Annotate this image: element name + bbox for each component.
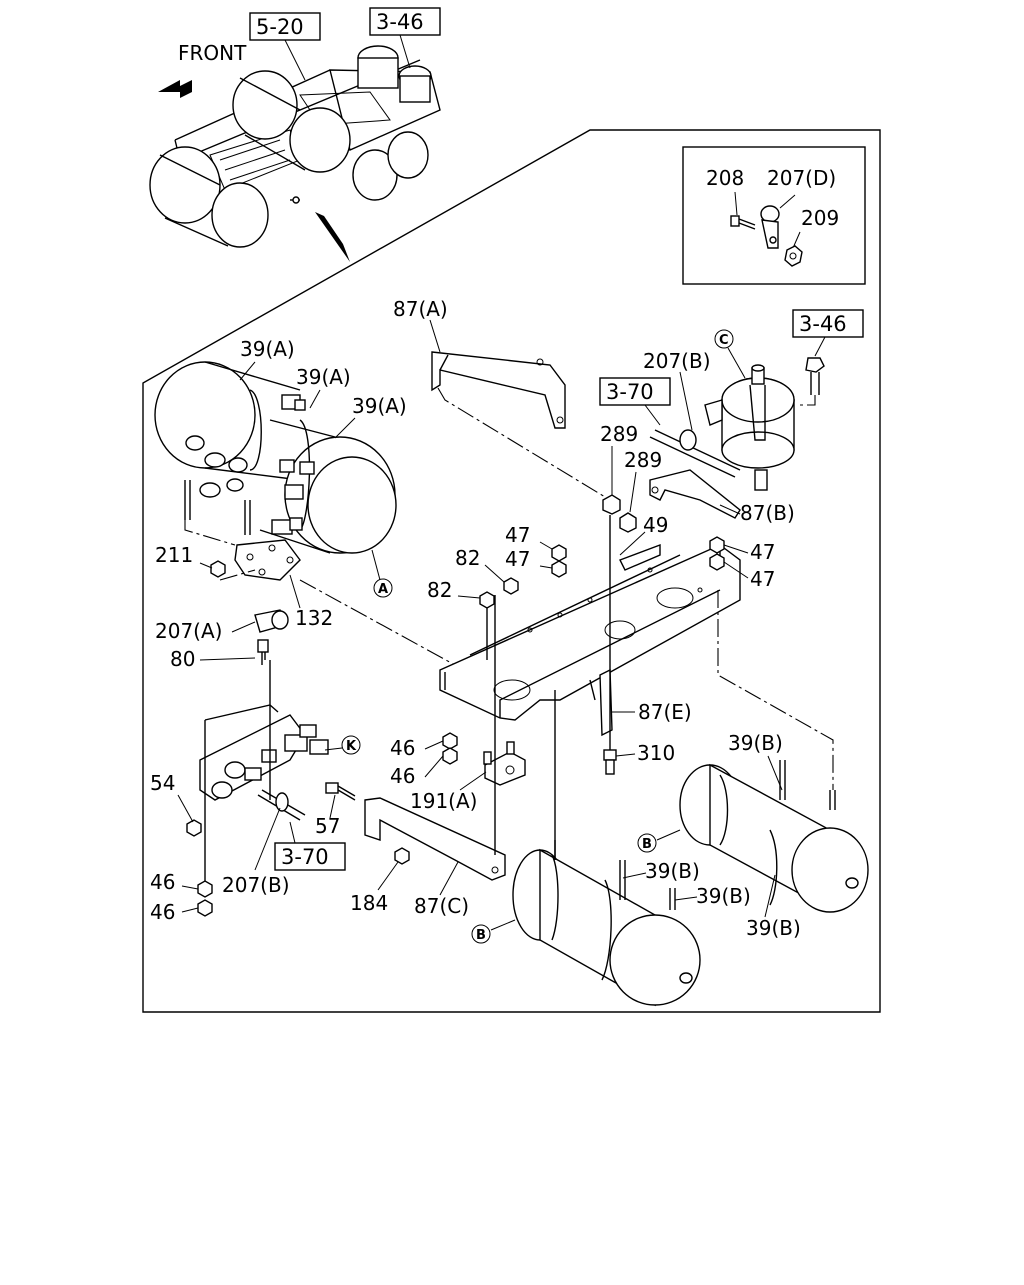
svg-text:207(B): 207(B) — [222, 873, 290, 897]
svg-text:47: 47 — [750, 567, 775, 591]
svg-text:46: 46 — [150, 870, 175, 894]
nuts-82 — [479, 577, 519, 770]
tank-39b-upper — [679, 760, 869, 913]
bracket-87a — [431, 351, 611, 501]
bolt-310 — [603, 749, 617, 775]
svg-text:310: 310 — [637, 741, 675, 765]
circle-marker-b-upper: B — [637, 833, 657, 853]
svg-text:208: 208 — [706, 166, 744, 190]
svg-text:39(B): 39(B) — [746, 916, 801, 940]
valve-assembly — [199, 639, 329, 890]
svg-text:46: 46 — [390, 764, 415, 788]
svg-text:87(A): 87(A) — [393, 297, 448, 321]
nut-54 — [186, 819, 202, 837]
bolt-57 — [325, 782, 356, 801]
svg-text:B: B — [642, 837, 652, 852]
svg-text:A: A — [378, 582, 388, 597]
svg-text:207(B): 207(B) — [643, 349, 711, 373]
svg-text:47: 47 — [505, 523, 530, 547]
svg-text:87(C): 87(C) — [414, 894, 469, 918]
svg-text:207(A): 207(A) — [155, 619, 222, 643]
svg-text:5-20: 5-20 — [256, 15, 304, 39]
svg-text:39(A): 39(A) — [240, 337, 295, 361]
svg-text:C: C — [719, 333, 729, 348]
nut-184 — [394, 847, 410, 865]
svg-text:54: 54 — [150, 771, 175, 795]
svg-text:49: 49 — [643, 513, 668, 537]
circle-marker-a: A — [373, 578, 393, 598]
svg-text:209: 209 — [801, 206, 839, 230]
detail-frame — [142, 129, 881, 1013]
svg-text:39(A): 39(A) — [296, 365, 351, 389]
nut-46-lower-b — [197, 899, 213, 917]
svg-text:184: 184 — [350, 891, 388, 915]
circle-marker-k: K — [341, 735, 361, 755]
svg-text:39(B): 39(B) — [645, 859, 700, 883]
svg-text:47: 47 — [750, 540, 775, 564]
svg-text:82: 82 — [455, 546, 480, 570]
svg-text:3-70: 3-70 — [281, 845, 329, 869]
svg-text:87(E): 87(E) — [638, 700, 692, 724]
tank-39a — [154, 361, 397, 581]
nuts-289 — [602, 494, 637, 760]
tank-39b-lower — [512, 690, 701, 1007]
circle-marker-c: C — [714, 329, 734, 349]
overview-vehicle: FRONT — [149, 41, 441, 262]
svg-text:3-46: 3-46 — [376, 10, 424, 34]
svg-text:B: B — [476, 928, 486, 943]
callout-labels: 87(A) 39(A) 39(A) 39(A) 207(B) 289 289 8… — [150, 297, 801, 940]
svg-text:3-46: 3-46 — [799, 312, 847, 336]
bracket-87c — [364, 760, 506, 881]
cross-frame — [439, 543, 741, 737]
svg-text:46: 46 — [390, 736, 415, 760]
svg-text:289: 289 — [624, 448, 662, 472]
svg-text:289: 289 — [600, 422, 638, 446]
reference-box-5-20[interactable]: 5-20 — [249, 12, 321, 41]
reference-box-3-46-right[interactable]: 3-46 — [792, 309, 864, 338]
svg-text:207(D): 207(D) — [767, 166, 836, 190]
svg-text:57: 57 — [315, 814, 340, 838]
svg-text:82: 82 — [427, 578, 452, 602]
svg-text:47: 47 — [505, 547, 530, 571]
nuts-46-mid — [442, 732, 458, 765]
nut-211 — [210, 560, 226, 578]
svg-text:132: 132 — [295, 606, 333, 630]
front-arrow-icon — [158, 80, 192, 98]
svg-text:39(B): 39(B) — [728, 731, 783, 755]
svg-text:80: 80 — [170, 647, 195, 671]
svg-text:87(B): 87(B) — [740, 501, 795, 525]
bracket-87b — [649, 469, 741, 519]
svg-text:191(A): 191(A) — [410, 789, 477, 813]
svg-text:3-70: 3-70 — [606, 380, 654, 404]
svg-text:211: 211 — [155, 543, 193, 567]
dryer-assembly — [649, 364, 795, 491]
clamp-207a — [254, 609, 289, 633]
svg-text:K: K — [346, 739, 357, 754]
front-label: FRONT — [178, 41, 247, 65]
reference-box-3-70-lower[interactable]: 3-70 — [274, 842, 346, 871]
nuts-47 — [551, 536, 725, 578]
reference-box-3-46-top[interactable]: 3-46 — [369, 7, 441, 36]
inset-detail: 208 207(D) 209 — [682, 146, 866, 285]
nut-46-lower-a — [197, 880, 213, 898]
svg-text:39(A): 39(A) — [352, 394, 407, 418]
reference-box-3-70-upper[interactable]: 3-70 — [599, 377, 671, 406]
circle-marker-b-lower: B — [471, 924, 491, 944]
svg-text:46: 46 — [150, 900, 175, 924]
plate-191a — [483, 741, 526, 786]
svg-text:39(B): 39(B) — [696, 884, 751, 908]
